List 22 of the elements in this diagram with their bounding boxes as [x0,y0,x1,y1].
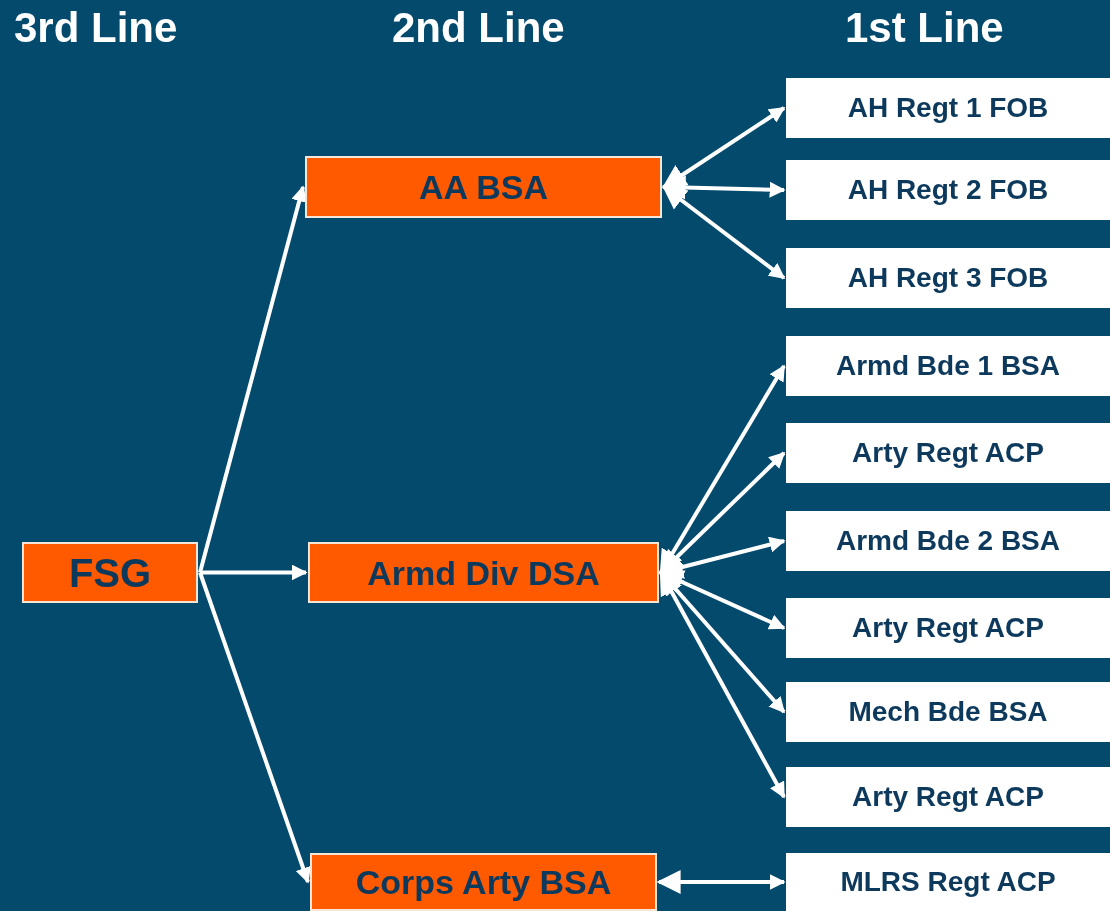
destination-box: Armd Bde 1 BSA [786,336,1110,396]
supply-area-box: AA BSA [305,156,662,218]
arrow [656,870,786,894]
destination-box: AH Regt 1 FOB [786,78,1110,138]
column-heading: 3rd Line [14,4,178,52]
arrow [198,185,307,573]
destination-box: Mech Bde BSA [786,682,1110,742]
destination-box: AH Regt 3 FOB [786,248,1110,308]
supply-area-box: Armd Div DSA [308,542,659,603]
destination-box: Arty Regt ACP [786,598,1110,658]
destination-box: Arty Regt ACP [786,767,1110,827]
column-heading: 2nd Line [392,4,565,52]
destination-box: Arty Regt ACP [786,423,1110,483]
supply-area-box: Corps Arty BSA [310,853,657,911]
arrow [662,106,786,189]
arrow [200,564,308,581]
destination-box: Armd Bde 2 BSA [786,511,1110,571]
destination-box: MLRS Regt ACP [786,853,1110,911]
destination-box: AH Regt 2 FOB [786,160,1110,220]
arrow [198,571,311,884]
column-heading: 1st Line [845,4,1004,52]
supply-area-box: FSG [22,542,198,603]
